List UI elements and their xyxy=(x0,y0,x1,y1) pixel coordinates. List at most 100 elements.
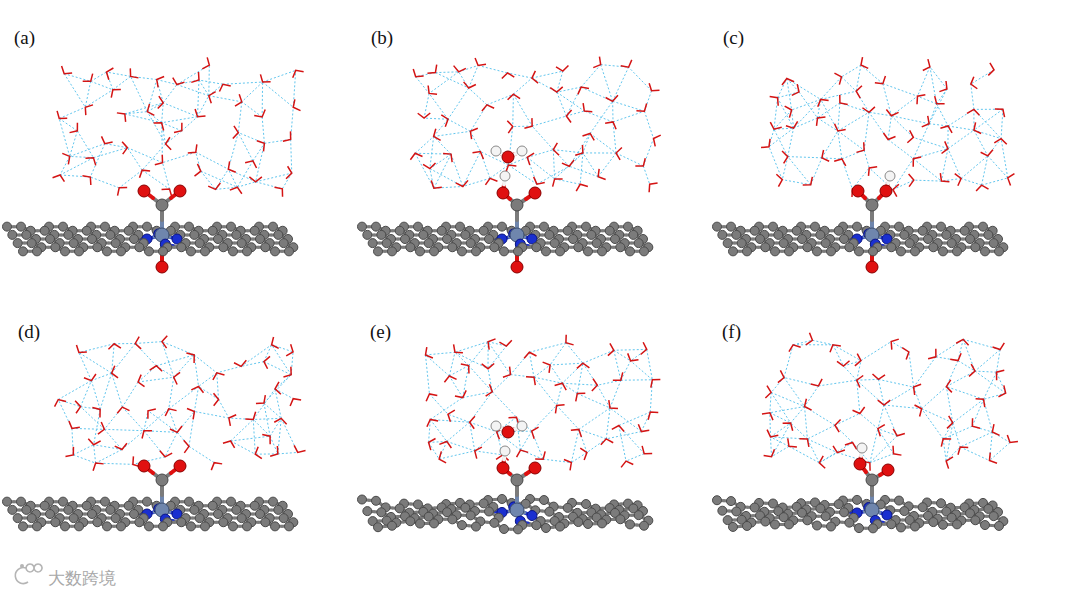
carbon-atom xyxy=(357,222,366,231)
hydrogen-bond xyxy=(64,74,85,108)
foreground-atoms xyxy=(723,171,1008,273)
hydrogen-bond xyxy=(838,112,869,131)
hydrogen-bond xyxy=(961,179,981,186)
oxygen-atom xyxy=(502,151,514,163)
water-molecule xyxy=(254,110,265,117)
water-molecule xyxy=(173,78,185,85)
hydrogen-bond xyxy=(961,156,988,179)
water-molecule xyxy=(770,122,781,129)
carbon-atom xyxy=(960,226,969,235)
water-molecule xyxy=(191,386,203,392)
hydrogen-bond xyxy=(253,418,281,419)
carbon-atom xyxy=(16,222,25,231)
hydrogen-bond xyxy=(122,407,144,431)
carbon-atom xyxy=(226,497,235,506)
carbon-atom xyxy=(100,497,109,506)
water-molecule xyxy=(270,446,278,456)
hydrogen-bond xyxy=(612,101,613,122)
carbon-atom xyxy=(88,235,97,244)
carbon-atom xyxy=(250,226,259,235)
hydrogen-bond xyxy=(947,126,948,149)
water-molecules xyxy=(53,57,304,196)
carbon-atom xyxy=(947,239,956,248)
carbon-atom xyxy=(472,247,481,256)
hydrogen-bond xyxy=(104,429,144,430)
carbon-atom xyxy=(46,235,55,244)
carbon-atom xyxy=(605,226,614,235)
hydrogen-bond xyxy=(601,65,613,102)
water-molecule xyxy=(942,141,948,153)
carbon-atom xyxy=(732,230,741,239)
water-molecule xyxy=(649,183,657,192)
carbon-atom xyxy=(2,497,11,506)
carbon-atom xyxy=(106,230,115,239)
water-molecule xyxy=(62,153,69,164)
hydrogen-bond xyxy=(553,150,583,153)
carbon-atom xyxy=(723,239,732,248)
water-molecule xyxy=(761,139,770,148)
carbon-atom xyxy=(279,239,288,248)
hydrogen-bond xyxy=(73,455,95,463)
water-molecule xyxy=(106,68,113,80)
hydrogen-bond xyxy=(822,131,838,158)
hydrogen-bond xyxy=(194,411,228,418)
water-molecule xyxy=(475,58,486,65)
water-molecule xyxy=(456,180,468,186)
water-molecule xyxy=(272,337,279,348)
carbon-atom xyxy=(124,501,133,510)
hydrogen-bond xyxy=(861,65,883,84)
hydrogen-bond xyxy=(253,389,275,420)
water-molecule xyxy=(441,115,448,127)
carbon-atom xyxy=(905,239,914,248)
hydrogen-bond xyxy=(434,119,448,136)
water-molecule xyxy=(654,135,661,146)
water-molecule xyxy=(235,94,242,106)
water-molecule xyxy=(939,81,947,92)
carbon-atom xyxy=(271,247,280,256)
hydrogen-bond xyxy=(513,78,531,94)
hydrogen-bond xyxy=(199,80,209,96)
hydrogen-bond xyxy=(263,82,294,107)
carbon-atom xyxy=(466,239,475,248)
hydrogen-bond xyxy=(131,76,148,111)
water-molecule xyxy=(160,451,172,457)
hydrogen-bond xyxy=(162,342,174,378)
water-molecule xyxy=(294,445,305,452)
hydrogen-bond xyxy=(888,140,913,159)
hydrogen-bond xyxy=(821,77,842,100)
oxygen-atom xyxy=(866,261,878,273)
hydrogen-bond xyxy=(58,381,91,400)
foreground-atoms xyxy=(13,185,298,273)
water-molecule xyxy=(150,366,162,371)
carbon-atom xyxy=(40,226,49,235)
hydrogen-bond xyxy=(811,158,822,185)
hydrogen-bond xyxy=(527,150,553,158)
hydrogen-bond xyxy=(532,116,566,126)
hydrogen-bond xyxy=(242,82,263,102)
water-molecule xyxy=(202,57,209,69)
water-molecule xyxy=(112,366,118,378)
hydrogen-bond xyxy=(242,102,262,117)
hydrogen-bond xyxy=(162,103,164,123)
hydrogen-bond xyxy=(988,156,1008,178)
carbon-atom xyxy=(563,226,572,235)
carbon-atom xyxy=(145,247,154,256)
hydrogen-bond xyxy=(70,131,78,157)
water-molecule xyxy=(803,177,813,185)
hydrogen-bond xyxy=(948,126,974,130)
hydrogen-bond xyxy=(913,159,941,181)
carbon-atom xyxy=(371,222,380,231)
carbon-atom xyxy=(16,497,25,506)
carbon-atom xyxy=(256,235,265,244)
water-molecule xyxy=(260,74,270,82)
hydrogen-bond xyxy=(169,386,199,408)
water-molecule xyxy=(967,109,979,115)
hydrogen-bond xyxy=(127,148,162,163)
water-molecule xyxy=(53,175,65,182)
hydrogen-bond xyxy=(79,353,92,381)
carbon-atom xyxy=(511,199,523,211)
carbon-atom xyxy=(497,222,506,231)
water-molecule xyxy=(290,399,301,406)
hydrogen-bond xyxy=(891,96,917,116)
carbon-atom xyxy=(479,226,488,235)
